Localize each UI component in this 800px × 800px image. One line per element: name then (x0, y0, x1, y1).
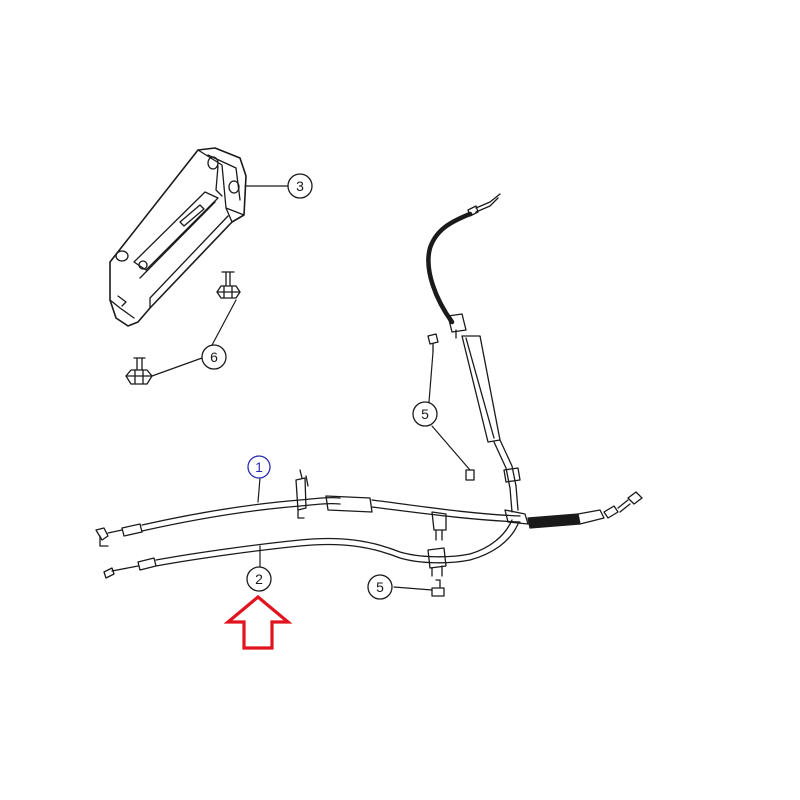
fastener-part-5-upper (427, 333, 475, 481)
callout-5-upper-label: 5 (421, 406, 429, 422)
cable-part-2 (103, 519, 519, 579)
callout-5-lower: 5 (367, 574, 393, 600)
callout-1-label: 1 (255, 459, 263, 475)
callout-2: 2 (246, 566, 272, 592)
leader-lines (151, 185, 471, 591)
bolt-part-6-lower (125, 357, 153, 385)
front-cable (426, 193, 521, 513)
callout-3: 3 (287, 173, 313, 199)
bolt-part-6-upper (216, 271, 241, 299)
callout-5-upper: 5 (412, 401, 438, 427)
callout-6: 6 (201, 344, 227, 370)
fastener-part-5-lower (431, 579, 445, 597)
callout-5-lower-label: 5 (376, 579, 384, 595)
bracket-part-3 (109, 147, 247, 327)
callout-3-label: 3 (296, 178, 304, 194)
callout-1: 1 (247, 455, 271, 479)
red-up-arrow-icon (223, 594, 293, 650)
callout-2-label: 2 (255, 571, 263, 587)
callout-6-label: 6 (210, 349, 218, 365)
cable-part-1 (95, 469, 643, 547)
